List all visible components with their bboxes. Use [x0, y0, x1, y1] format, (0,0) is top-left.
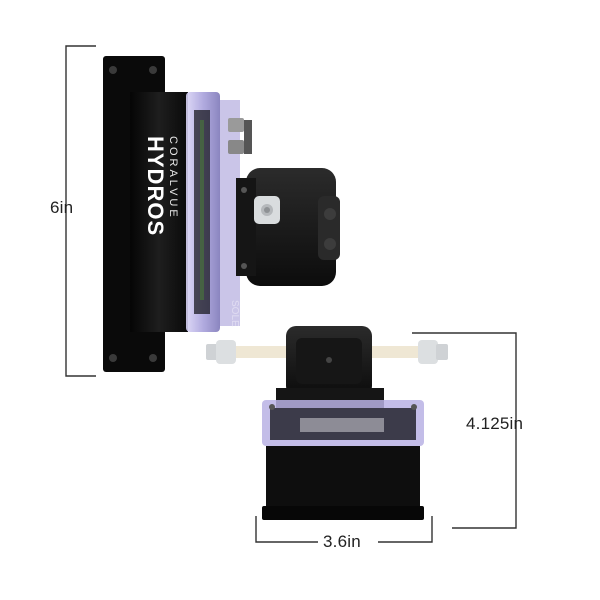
height-dimension-label: 6in	[50, 198, 74, 217]
controller-body	[130, 92, 188, 332]
screw-icon	[109, 66, 117, 74]
left-tube	[236, 346, 290, 358]
screw-icon	[109, 354, 117, 362]
width-dimension-label: 3.6in	[323, 532, 361, 551]
left-fitting	[206, 340, 236, 364]
depth-dimension-bracket	[412, 332, 517, 529]
right-fitting	[418, 340, 448, 364]
brand-large-text: HYDROS	[143, 136, 168, 236]
screw-icon	[411, 404, 417, 410]
port-connector	[228, 118, 244, 132]
screw-icon	[269, 404, 275, 410]
side-mark-text: SOLE	[229, 300, 240, 327]
port-connector	[228, 140, 244, 154]
front-base-body	[266, 446, 420, 512]
right-tube	[370, 346, 420, 358]
width-dimension-bracket	[255, 516, 433, 543]
brand-small-text: CORALVUE	[167, 136, 179, 220]
hose-fitting	[254, 196, 280, 224]
screw-icon	[241, 187, 247, 193]
screw-icon	[149, 354, 157, 362]
depth-dimension-label: 4.125in	[466, 414, 524, 433]
screw-icon	[241, 263, 247, 269]
screw-icon	[149, 66, 157, 74]
height-dimension-bracket	[65, 45, 96, 377]
side-view-unit: CORALVUE HYDROS SOLE	[103, 56, 340, 372]
front-view-unit	[206, 326, 448, 520]
